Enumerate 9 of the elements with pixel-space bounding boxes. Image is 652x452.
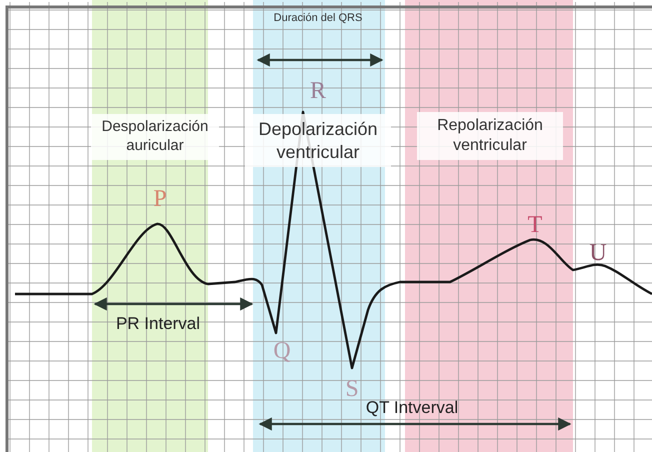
wave-letter: T — [528, 212, 542, 239]
interval-label: PR Interval — [116, 314, 200, 334]
interval-label: Duración del QRS — [274, 12, 362, 24]
phase-label: Repolarización ventricular — [417, 112, 563, 160]
wave-letter: S — [345, 376, 359, 403]
interval-label: QT Intverval — [366, 398, 458, 418]
phase-label: Despolarización auricular — [91, 114, 219, 160]
phase-label: Depolarización ventricular — [245, 114, 391, 167]
wave-letter: U — [589, 240, 607, 267]
